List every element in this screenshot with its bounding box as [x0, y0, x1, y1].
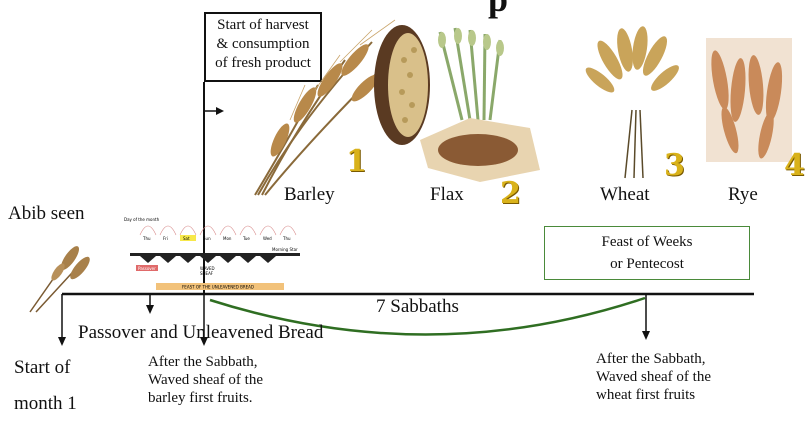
cal-day-0: Thu — [142, 236, 151, 241]
cal-day-2: Sat — [183, 236, 190, 241]
passover-label: Passover and Unleavened Bread — [78, 322, 323, 344]
cal-day-1: Fri — [163, 236, 168, 241]
seven-sabbaths-label: 7 Sabbaths — [376, 296, 459, 318]
mini-calendar: Day of the month Thu Fri Sat Sun Mon Tue… — [122, 213, 304, 291]
cal-day-6: Wed — [263, 236, 272, 241]
weeks-line-2: or Pentecost — [545, 253, 749, 275]
feast-of-weeks-box: Feast of Weeks or Pentecost — [544, 226, 750, 280]
calendar-top-label: Day of the month — [124, 217, 160, 222]
barley-note-line-1: After the Sabbath, — [148, 353, 263, 371]
harvest-arrow-head — [216, 107, 224, 115]
grain-bowl-icon — [374, 25, 430, 145]
weeks-line-1: Feast of Weeks — [545, 231, 749, 253]
pentecost-arrow-head — [642, 331, 650, 340]
start-month-line-1: Start of — [14, 350, 77, 386]
start-of-month-label: Start of month 1 — [14, 350, 77, 422]
crop-number-2: 2 — [500, 176, 521, 211]
crop-number-1: 1 — [346, 144, 367, 179]
cal-unleavened-text: FEAST OF THE UNLEAVENED BREAD — [182, 285, 254, 290]
passover-arrow-head — [146, 305, 154, 314]
cal-day-3: Sun — [203, 236, 211, 241]
crop-label-flax: Flax — [430, 184, 464, 206]
crop-label-wheat: Wheat — [600, 184, 650, 206]
start-month-arrow-head — [58, 337, 66, 346]
cal-sheaf-text: SHEAF — [200, 271, 214, 276]
waved-sheaf-wheat-note: After the Sabbath, Waved sheaf of the wh… — [596, 350, 711, 404]
wheat-note-line-1: After the Sabbath, — [596, 350, 711, 368]
crop-number-4: 4 — [784, 148, 805, 183]
wheat-note-line-2: Waved sheaf of the — [596, 368, 711, 386]
crop-label-rye: Rye — [728, 184, 758, 206]
abib-seen-label: Abib seen — [8, 203, 85, 225]
cal-day-4: Mon — [223, 236, 232, 241]
cal-day-5: Tue — [242, 236, 250, 241]
cal-morning-label: Morning Star — [272, 247, 298, 252]
cal-day-7: Thu — [282, 236, 291, 241]
calendar-bar — [130, 253, 300, 256]
cal-passover-text: Passover — [138, 266, 156, 271]
start-month-line-2: month 1 — [14, 386, 77, 422]
barley-note-line-2: Waved sheaf of the — [148, 371, 263, 389]
crop-number-3: 3 — [664, 148, 685, 183]
wheat-note-line-3: wheat first fruits — [596, 386, 711, 404]
barley-stalk-icon — [255, 20, 395, 195]
barley-note-line-3: barley first fruits. — [148, 389, 263, 407]
flax-icon — [420, 28, 540, 182]
waved-sheaf-barley-note: After the Sabbath, Waved sheaf of the ba… — [148, 353, 263, 407]
rye-ears-icon — [706, 38, 792, 162]
crop-label-barley: Barley — [284, 184, 335, 206]
